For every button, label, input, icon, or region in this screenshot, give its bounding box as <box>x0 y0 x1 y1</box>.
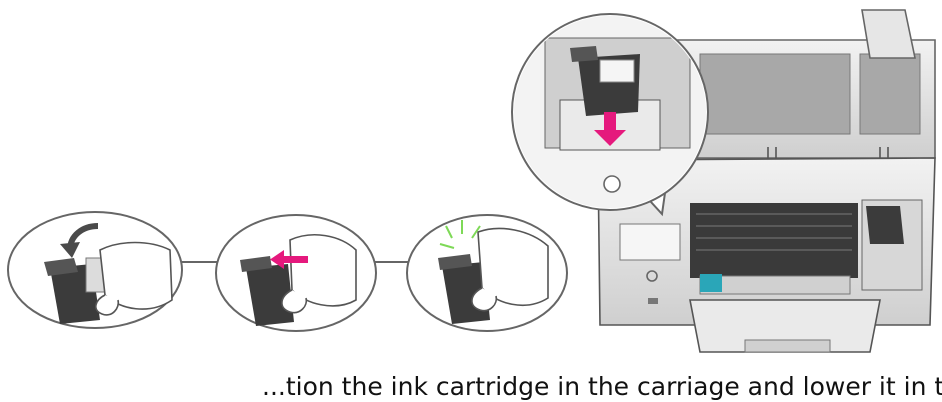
pink-down-arrow-icon <box>594 112 626 146</box>
power-icon <box>646 270 658 282</box>
step-3-illustration <box>406 214 568 332</box>
click-lines-icon <box>439 220 481 249</box>
step-1-illustration <box>7 211 183 329</box>
pink-left-arrow-icon <box>270 250 308 269</box>
instruction-caption: ...tion the ink cartridge in the carriag… <box>262 372 942 401</box>
step-2-illustration <box>215 214 377 332</box>
cartridge-insert-callout <box>511 13 709 217</box>
